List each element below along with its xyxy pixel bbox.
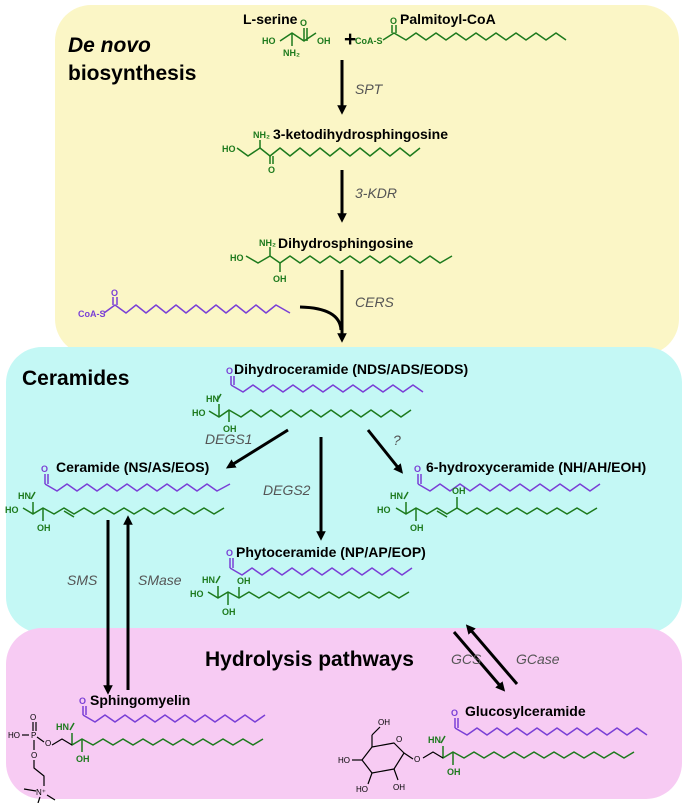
phytocer-oh1: OH <box>222 607 236 617</box>
hydroxycer-ho: HO <box>377 505 391 515</box>
glucosylcer-o: O <box>451 708 458 718</box>
glucosylcer-hn: HN <box>428 735 441 745</box>
sphingomyelin-oh: OH <box>76 754 90 764</box>
dihydrosph-label: Dihydrosphingosine <box>278 235 414 251</box>
cers-label: CERS <box>355 294 395 310</box>
glucosylcer-ho3: HO <box>356 785 368 794</box>
sphingomyelin-structure: O HN OH O P O HO O N⁺ <box>8 696 266 803</box>
lserine-structure: HO O OH NH₂ <box>262 18 331 58</box>
glucosylcer-ring-o: O <box>396 735 402 744</box>
glucosylcer-oh: OH <box>447 767 461 777</box>
spt-label: SPT <box>355 81 384 97</box>
dihydrosph-structure: HO NH₂ OH <box>230 238 453 284</box>
ketodihydro-label: 3-ketodihydrosphingosine <box>273 126 448 142</box>
sphingomyelin-po: O <box>30 713 36 722</box>
gcase-label: GCase <box>516 651 560 667</box>
phytocer-label: Phytoceramide (NP/AP/EOP) <box>236 544 426 560</box>
glucosylcer-ho4: HO <box>338 756 350 765</box>
denovo-title-italic: De novo <box>68 34 151 57</box>
hydroxycer-o: O <box>414 464 421 474</box>
denovo-title-rest: biosynthesis <box>68 62 196 85</box>
ketodihydro-ho: HO <box>222 144 236 154</box>
dihydrocer-ho: HO <box>192 408 206 418</box>
dihydrosph-oh: OH <box>273 274 287 284</box>
cers-merge-arrow <box>299 305 343 331</box>
sphingomyelin-label: Sphingomyelin <box>90 692 190 708</box>
gcs-label: GCS <box>451 651 482 667</box>
kdr-label: 3-KDR <box>355 185 397 201</box>
dihydrosph-ho: HO <box>230 253 244 263</box>
dihydrocer-hn: HN <box>206 394 219 404</box>
hydroxycer-oh1: OH <box>410 523 424 533</box>
hydroxycer-label: 6-hydroxyceramide (NH/AH/EOH) <box>426 459 646 475</box>
ketodihydro-o: O <box>268 165 275 175</box>
sphingomyelin-p: P <box>31 731 36 740</box>
glucosylcer-structure: O HN OH O O OH HO HO OH <box>338 708 648 794</box>
palmitoyl-o: O <box>390 16 397 26</box>
palmitoyl-coa-structure: CoA-S O <box>355 16 567 46</box>
unknown-enzyme-label: ? <box>393 432 401 448</box>
ceramide-o: O <box>41 464 48 474</box>
hydroxycer-structure: O HN HO OH OH <box>377 464 601 533</box>
ketodihydro-structure: HO NH₂ O <box>222 130 421 175</box>
glucosylcer-glyco-o: O <box>414 755 420 764</box>
dihydrocer-label: Dihydroceramide (NDS/ADS/EODS) <box>234 361 468 377</box>
phytocer-hn: HN <box>202 575 215 585</box>
unknown-enzyme-arrow <box>366 429 403 474</box>
degs1-arrow <box>225 428 289 469</box>
degs1-label: DEGS1 <box>205 431 252 447</box>
sphingomyelin-o: O <box>79 696 86 706</box>
ceramide-oh: OH <box>37 523 51 533</box>
sphingomyelin-link-o: O <box>45 739 51 748</box>
dihydrocer-structure: O HN HO OH <box>192 366 424 434</box>
glucosylcer-oh2: OH <box>393 783 405 792</box>
ceramide-hn: HN <box>18 491 31 501</box>
ceramide-ho: HO <box>5 505 19 515</box>
glucosylcer-label: Glucosylceramide <box>465 703 586 719</box>
phytocer-o: O <box>226 548 233 558</box>
sphingomyelin-ho: HO <box>8 731 20 740</box>
phytocer-ho: HO <box>190 589 204 599</box>
gcase-arrow <box>465 624 519 685</box>
palmitoyl-coa-label: Palmitoyl-CoA <box>400 11 496 27</box>
acyl-coa-coas: CoA-S <box>78 309 106 319</box>
dihydrosph-nh2: NH₂ <box>259 238 276 248</box>
phytocer-oh2: OH <box>237 576 251 586</box>
lserine-label: L-serine <box>243 11 298 27</box>
plus-sign: + <box>344 28 356 51</box>
denovo-panel <box>55 5 679 355</box>
hydrolysis-panel <box>6 628 682 799</box>
ceramides-title: Ceramides <box>22 367 129 390</box>
gcs-arrow <box>452 631 506 692</box>
degs2-label: DEGS2 <box>263 482 311 498</box>
hydrolysis-title: Hydrolysis pathways <box>205 648 414 671</box>
ceramide-structure: O HN HO OH <box>5 464 231 533</box>
lserine-nh2: NH₂ <box>283 48 300 58</box>
phytocer-structure: O HN HO OH OH <box>190 548 413 617</box>
palmitoyl-coas: CoA-S <box>355 36 383 46</box>
dihydrocer-o: O <box>226 366 233 376</box>
lserine-ho: HO <box>262 36 276 46</box>
hydroxycer-oh2: OH <box>452 486 466 496</box>
lserine-oh: OH <box>317 36 331 46</box>
ketodihydro-nh2: NH₂ <box>253 130 270 140</box>
acyl-coa-structure: CoA-S O <box>78 288 291 319</box>
hydroxycer-hn: HN <box>390 491 403 501</box>
smase-label: SMase <box>138 572 182 588</box>
sms-label: SMS <box>67 572 98 588</box>
sphingomyelin-nplus: N⁺ <box>36 788 46 797</box>
glucosylcer-oh6: OH <box>378 718 390 727</box>
acyl-coa-o: O <box>111 288 118 298</box>
lserine-o: O <box>300 18 307 28</box>
sphingomyelin-ester-o: O <box>31 751 37 760</box>
dihydrocer-oh: OH <box>223 424 237 434</box>
sphingomyelin-hn: HN <box>56 722 69 732</box>
ceramide-label: Ceramide (NS/AS/EOS) <box>56 459 209 475</box>
